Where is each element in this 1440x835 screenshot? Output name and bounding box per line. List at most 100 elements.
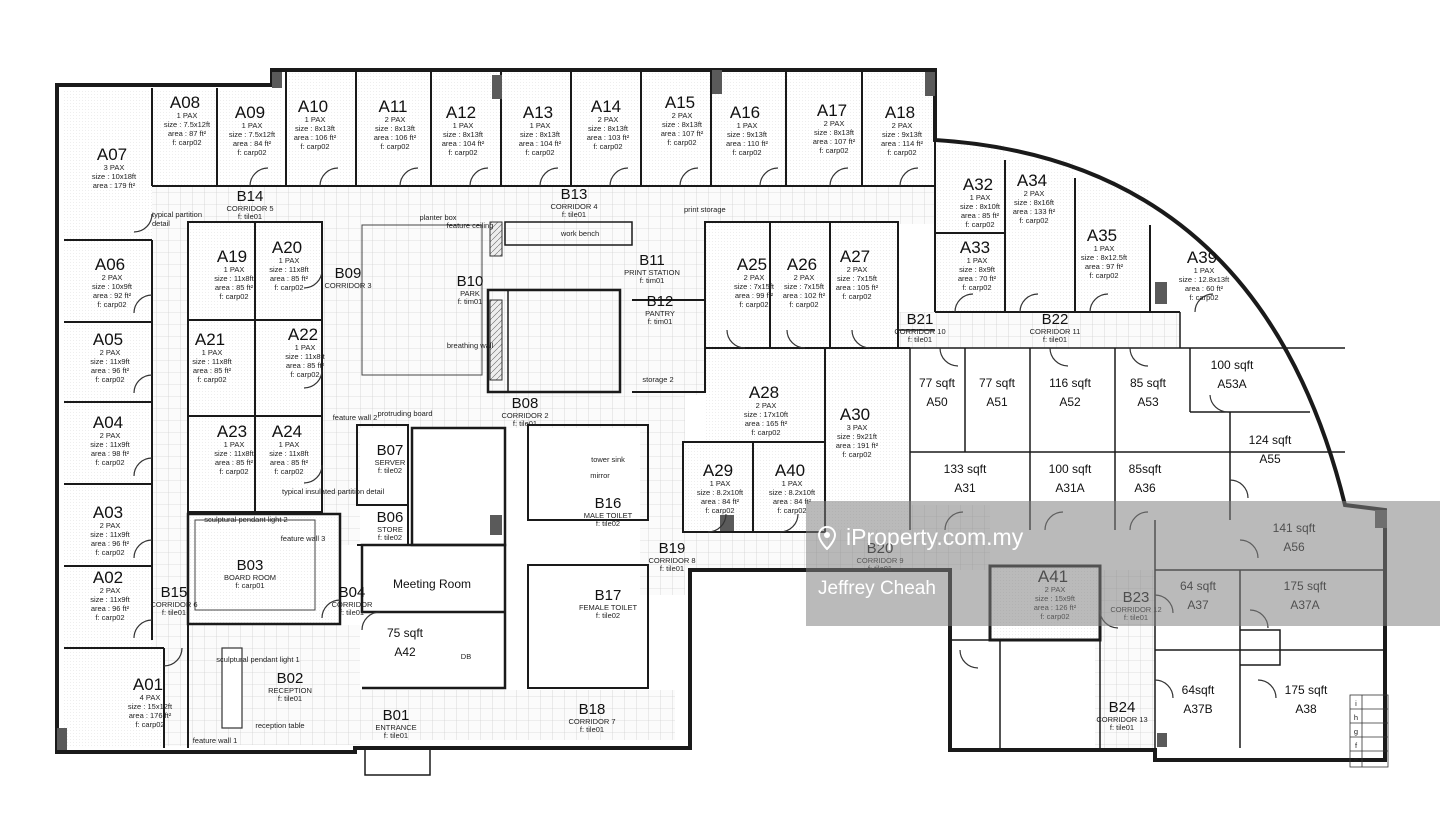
space-note: f: tim01 [648, 317, 673, 326]
room-note: area : 179 ft² [93, 181, 136, 190]
space-note: f: tile01 [1110, 723, 1134, 732]
room-note: size : 7.5x12ft [164, 120, 211, 129]
watermark-agent: Jeffrey Cheah [818, 578, 936, 599]
room-id-a08: A08 [170, 93, 200, 112]
room-note: f: carp02 [525, 148, 554, 157]
room-note: 2 PAX [1045, 585, 1066, 594]
room-id-a03: A03 [93, 503, 123, 522]
unit-code-a37: A37 [1187, 598, 1209, 612]
space-id-b08: B08 [512, 395, 539, 412]
room-note: 2 PAX [847, 265, 868, 274]
room-note: 1 PAX [279, 440, 300, 449]
unit-size: 64 sqft [1180, 579, 1217, 593]
room-note: area : 106 ft² [294, 133, 337, 142]
room-note: area : 96 ft² [91, 604, 130, 613]
room-note: size : 7.5x12ft [229, 130, 276, 139]
room-note: f: carp02 [1189, 293, 1218, 302]
room-note: size : 11x8ft [285, 352, 325, 361]
room-note: area : 70 ft² [958, 274, 997, 283]
room-note: f: carp02 [751, 428, 780, 437]
room-id-a33: A33 [960, 238, 990, 257]
room-note: 1 PAX [224, 440, 245, 449]
space-id-b10: B10 [457, 273, 484, 290]
space-note: PRINT STATION [624, 268, 680, 277]
room-note: size : 8x10ft [960, 202, 1001, 211]
room-id-a28: A28 [749, 383, 779, 402]
space-note: CORRIDOR 4 [550, 202, 597, 211]
room-note: 2 PAX [100, 348, 121, 357]
annotation-print-storage: print storage [684, 205, 726, 214]
unit-code-a31a: A31A [1055, 481, 1084, 495]
room-note: size : 9x21ft [837, 432, 878, 441]
room-note: 2 PAX [598, 115, 619, 124]
room-note: size : 8x13ft [520, 130, 561, 139]
space-note: CORRIDOR 6 [150, 600, 197, 609]
room-note: f: carp02 [380, 142, 409, 151]
annotation-feature-wall-3: feature wall 3 [281, 534, 326, 543]
space-note: PANTRY [645, 309, 675, 318]
annotation-sculptural-pendant-light-1: sculptural pendant light 1 [216, 655, 299, 664]
room-note: 2 PAX [385, 115, 406, 124]
room-id-a22: A22 [288, 325, 318, 344]
room-note: 1 PAX [453, 121, 474, 130]
unit-size: 124 sqft [1249, 433, 1292, 447]
room-note: f: carp02 [300, 142, 329, 151]
room-note: 1 PAX [295, 343, 316, 352]
room-note: size : 8x16ft [1014, 198, 1055, 207]
space-id-b07: B07 [377, 442, 404, 459]
unit-size: 77 sqft [919, 376, 956, 390]
room-note: 2 PAX [892, 121, 913, 130]
space-id-b02: B02 [277, 670, 304, 687]
structural-columns [57, 70, 1387, 750]
room-note: size : 8.2x10ft [697, 488, 744, 497]
room-note: size : 8.2x10ft [769, 488, 816, 497]
space-id-b24: B24 [1109, 699, 1136, 716]
room-note: size : 7x15ft [784, 282, 825, 291]
location-pin-icon [818, 526, 836, 550]
space-note: f: tile01 [660, 564, 684, 573]
room-note: area : 99 ft² [735, 291, 774, 300]
room-note: size : 17x10ft [744, 410, 789, 419]
space-note: SERVER [375, 458, 406, 467]
space-id-b11: B11 [639, 252, 665, 269]
room-note: 2 PAX [102, 273, 123, 282]
space-note: f: tile01 [1124, 613, 1148, 622]
space-id-b19: B19 [659, 540, 686, 557]
space-note: CORRIDOR 5 [226, 204, 273, 213]
space-note: f: tile01 [1043, 335, 1067, 344]
room-id-a27: A27 [840, 247, 870, 266]
annotation-planter-box: planter box [419, 213, 456, 222]
room-note: f: carp02 [789, 300, 818, 309]
annotation-detail: detail [152, 219, 170, 228]
space-note: f: tile01 [868, 564, 892, 573]
room-note: size : 8x13ft [662, 120, 703, 129]
space-note: f: tile01 [562, 210, 586, 219]
space-note: f: tile01 [513, 419, 537, 428]
space-note: f: tile01 [580, 725, 604, 734]
legend-row-g: g [1354, 727, 1358, 736]
room-note: f: carp02 [290, 370, 319, 379]
unit-code-a51: A51 [986, 395, 1008, 409]
room-note: size : 10x18ft [92, 172, 137, 181]
room-note: 2 PAX [100, 431, 121, 440]
room-note: f: carp02 [219, 292, 248, 301]
room-note: 2 PAX [100, 521, 121, 530]
space-note: CORRIDOR 11 [1030, 327, 1081, 336]
unit-code-a38: A38 [1295, 702, 1317, 716]
space-note: f: tile01 [162, 608, 186, 617]
legend-row-f: f [1355, 741, 1358, 750]
room-id-a01: A01 [133, 675, 163, 694]
space-note: CORRIDOR 3 [324, 281, 371, 290]
room-note: area : 191 ft² [836, 441, 879, 450]
room-note: 1 PAX [970, 193, 991, 202]
room-note: f: carp02 [1040, 612, 1069, 621]
room-note: f: carp02 [1089, 271, 1118, 280]
unit-size: 85sqft [1129, 462, 1162, 476]
room-id-a25: A25 [737, 255, 767, 274]
space-note: f: tile02 [596, 519, 620, 528]
space-note: f: tile02 [596, 611, 620, 620]
room-id-a07: A07 [97, 145, 127, 164]
space-note: f: tim01 [640, 276, 665, 285]
room-note: size : 11x8ft [214, 274, 254, 283]
room-note: f: carp02 [962, 283, 991, 292]
